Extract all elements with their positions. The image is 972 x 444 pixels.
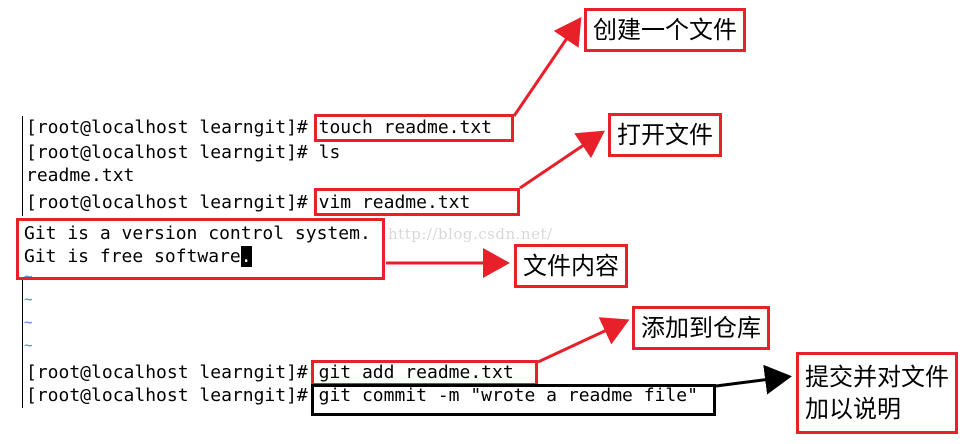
- prompt: [root@localhost learngit]#: [26, 192, 319, 213]
- terminal-line-git-add: [root@localhost learngit]# git add readm…: [26, 362, 514, 384]
- watermark: http://blog.csdn.net/: [388, 225, 553, 243]
- terminal-line-touch: [root@localhost learngit]# touch readme.…: [26, 117, 492, 139]
- annotation-commit-line-1: 提交并对文件: [805, 363, 949, 391]
- annotation-open-file: 打开文件: [608, 113, 722, 157]
- annotation-file-content: 文件内容: [514, 244, 628, 288]
- annotation-commit-line-2: 加以说明: [805, 395, 901, 423]
- vim-cursor: .: [240, 246, 252, 267]
- arrow-to-open-file: [519, 130, 605, 190]
- ls-output: readme.txt: [26, 165, 135, 186]
- terminal-line-git-commit: [root@localhost learngit]# git commit -m…: [26, 385, 698, 407]
- terminal-line-ls: [root@localhost learngit]# ls: [26, 142, 340, 164]
- highlight-vim-command: [314, 188, 520, 216]
- prompt: [root@localhost learngit]#: [26, 385, 319, 406]
- highlight-touch-command: [314, 114, 514, 142]
- terminal-output-ls: readme.txt: [26, 165, 134, 187]
- prompt: [root@localhost learngit]#: [26, 362, 319, 383]
- terminal-left-edge: [22, 116, 23, 216]
- command-git-add: git add readme.txt: [318, 362, 514, 383]
- command-vim: vim readme.txt: [318, 192, 471, 213]
- highlight-file-content: [16, 218, 385, 280]
- arrow-to-commit-explain: [715, 364, 792, 395]
- command-ls: ls: [318, 142, 341, 163]
- command-touch: touch readme.txt: [318, 117, 492, 138]
- prompt: [root@localhost learngit]#: [26, 117, 319, 138]
- arrow-to-add-to-repo: [537, 317, 630, 364]
- highlight-git-commit-command: [311, 384, 716, 416]
- vim-empty-line-marker: ~: [24, 315, 33, 331]
- vim-file-line-2: Git is free software.: [24, 246, 252, 267]
- annotation-create-file: 创建一个文件: [584, 8, 746, 52]
- vim-file-line-1: Git is a version control system.: [24, 223, 371, 244]
- vim-empty-line-marker: ~: [24, 292, 33, 308]
- terminal-left-edge-lower: [22, 278, 23, 408]
- terminal-line-vim: [root@localhost learngit]# vim readme.tx…: [26, 192, 470, 214]
- prompt: [root@localhost learngit]#: [26, 142, 319, 163]
- annotation-add-to-repo: 添加到仓库: [632, 306, 770, 350]
- vim-empty-line-marker: ~: [24, 338, 33, 354]
- command-git-commit: git commit -m "wrote a readme file": [318, 385, 698, 406]
- arrow-to-create-file: [512, 17, 582, 117]
- annotation-commit-explain: 提交并对文件 加以说明: [796, 352, 958, 434]
